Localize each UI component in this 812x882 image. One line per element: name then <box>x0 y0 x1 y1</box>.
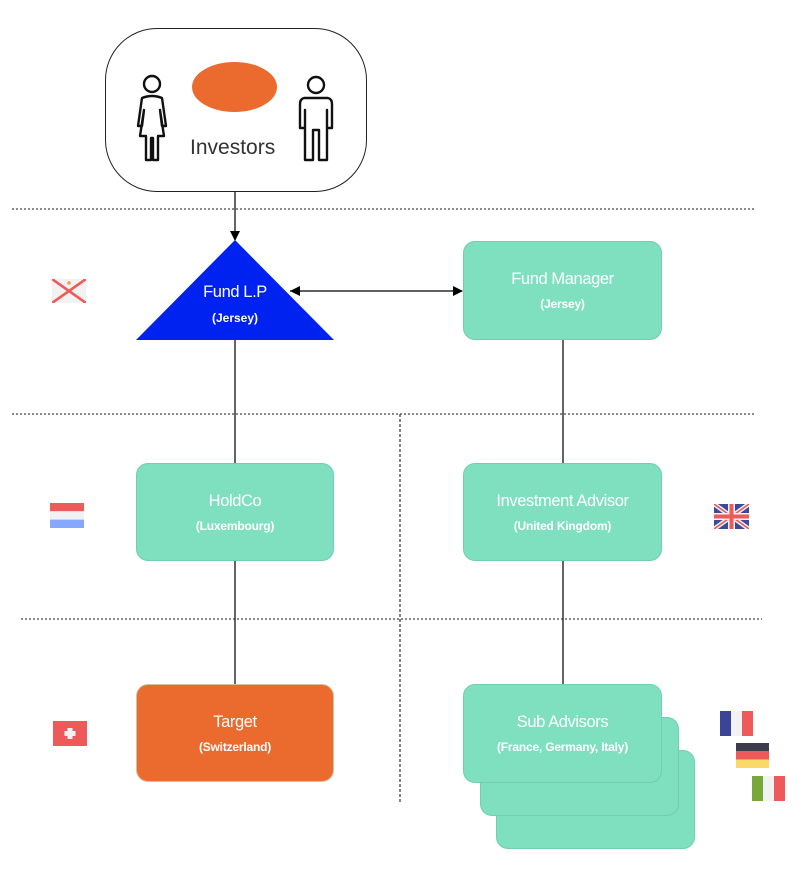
investment-advisor-subtitle: (United Kingdom) <box>513 518 612 533</box>
luxembourg-flag-icon <box>50 503 84 528</box>
holdco-subtitle: (Luxembourg) <box>195 518 275 533</box>
target-title: Target <box>213 712 257 731</box>
uk-flag-icon <box>714 504 749 529</box>
investment-advisor-title: Investment Advisor <box>496 491 629 510</box>
fund-subtitle: (Jersey) <box>211 311 259 325</box>
male-person-icon <box>298 75 334 162</box>
holdco-title: HoldCo <box>208 491 262 510</box>
sub-advisors-title: Sub Advisors <box>516 713 609 731</box>
italy-flag-icon <box>752 776 785 801</box>
fund-title: Fund L.P <box>203 283 267 301</box>
target-box[interactable]: Target (Switzerland) <box>136 684 334 782</box>
fund-manager-title: Fund Manager <box>511 270 614 288</box>
investment-advisor-box[interactable]: Investment Advisor (United Kingdom) <box>463 463 662 561</box>
fund-manager-box[interactable]: Fund Manager (Jersey) <box>463 241 662 340</box>
holdco-box[interactable]: HoldCo (Luxembourg) <box>136 463 334 561</box>
sub-advisors-subtitle: (France, Germany, Italy) <box>496 740 629 754</box>
fund-manager-subtitle: (Jersey) <box>540 297 585 311</box>
investors-ellipse <box>192 62 277 112</box>
sub-advisors-box[interactable]: Sub Advisors (France, Germany, Italy) <box>463 684 662 783</box>
target-subtitle: (Switzerland) <box>198 739 272 754</box>
germany-flag-icon <box>736 743 769 768</box>
france-flag-icon <box>720 711 753 736</box>
switzerland-flag-icon <box>53 721 87 746</box>
investors-label: Investors <box>190 136 276 159</box>
jersey-flag-icon <box>52 279 86 303</box>
female-person-icon <box>136 74 168 162</box>
fund-triangle[interactable] <box>136 240 334 340</box>
